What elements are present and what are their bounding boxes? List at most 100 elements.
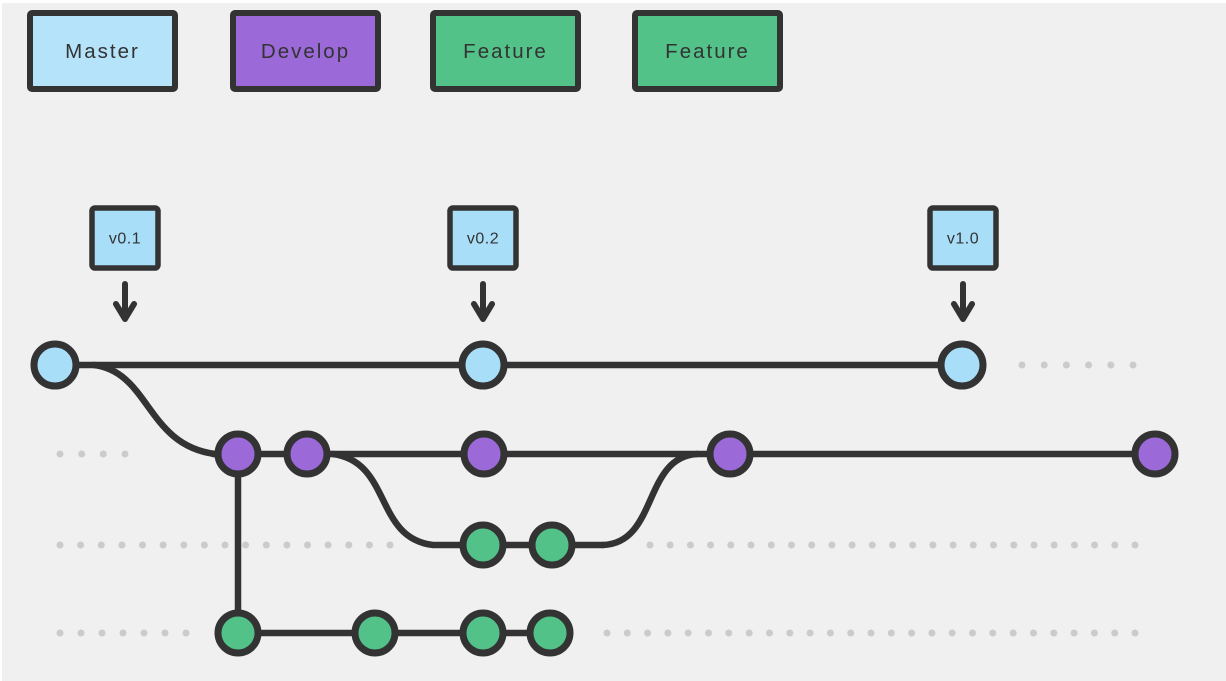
- legend-box: [27, 10, 178, 92]
- dot: [1085, 361, 1093, 369]
- dot: [1050, 629, 1058, 637]
- version-tag-label: v0.1: [109, 231, 141, 248]
- legend-box: [430, 10, 581, 92]
- commit-node-feature-upper: [459, 521, 507, 569]
- commit-node-feature-lower: [459, 609, 507, 657]
- dot: [727, 541, 735, 549]
- commit-node-develop: [1131, 430, 1179, 478]
- dot: [283, 541, 291, 549]
- dot: [847, 629, 855, 637]
- dot: [77, 541, 85, 549]
- dot: [139, 541, 146, 549]
- version-tag-v0.1: v0.1: [89, 205, 161, 322]
- version-tag-label: v1.0: [947, 231, 979, 248]
- dot: [1010, 541, 1018, 549]
- dot: [1131, 629, 1139, 637]
- dot: [908, 629, 916, 637]
- dot: [666, 541, 674, 549]
- dot: [121, 450, 129, 458]
- dot: [767, 541, 775, 549]
- version-tag-v0.2: v0.2: [447, 205, 519, 322]
- dot: [788, 541, 795, 549]
- dot: [766, 629, 773, 637]
- version-tag-box: [89, 205, 161, 271]
- down-arrow-icon: [112, 301, 138, 322]
- dot: [98, 629, 106, 637]
- legend-item-feature-2: Feature: [430, 10, 581, 92]
- dot: [1131, 541, 1139, 549]
- diagram-background: [2, 3, 1226, 681]
- dotted-line-feature-upper-continues: [646, 541, 1139, 549]
- dot: [949, 541, 957, 549]
- dot: [644, 629, 652, 637]
- dot: [747, 541, 755, 549]
- dot: [99, 450, 107, 458]
- dot: [705, 629, 712, 637]
- dot: [1091, 541, 1099, 549]
- dot: [1030, 541, 1038, 549]
- dot: [725, 629, 733, 637]
- dot: [745, 629, 753, 637]
- dot: [1040, 361, 1048, 369]
- dot: [707, 541, 715, 549]
- commit-node-develop: [706, 430, 754, 478]
- down-arrow-icon: [950, 301, 976, 322]
- link-develop-to-feature-upper: [329, 450, 607, 549]
- dot: [989, 629, 997, 637]
- dot: [1107, 361, 1115, 369]
- commit-node-feature-lower: [526, 609, 574, 657]
- dot: [161, 629, 169, 637]
- dot: [909, 541, 917, 549]
- dot: [1070, 629, 1078, 637]
- dot: [200, 541, 208, 549]
- dot: [1111, 541, 1119, 549]
- dot: [603, 629, 611, 637]
- dot: [929, 541, 937, 549]
- dotted-line-feature-lower-continues: [603, 629, 1139, 637]
- dot: [686, 541, 694, 549]
- dot: [182, 629, 190, 637]
- commit-node-feature-upper: [528, 521, 576, 569]
- dot: [1070, 541, 1078, 549]
- link-feature-upper-merge-back: [599, 450, 701, 549]
- dot: [948, 629, 956, 637]
- legend-label: Develop: [261, 40, 350, 63]
- commit-node-feature-lower: [214, 609, 262, 657]
- dot: [159, 541, 167, 549]
- dot: [889, 541, 896, 549]
- dot: [242, 541, 250, 549]
- dot: [1050, 541, 1058, 549]
- dot: [119, 629, 127, 637]
- dot: [262, 541, 270, 549]
- legend-label: Master: [65, 40, 140, 63]
- commit-node-develop: [460, 430, 508, 478]
- dot: [867, 629, 875, 637]
- dot: [1030, 629, 1037, 637]
- dot: [623, 629, 631, 637]
- dot: [990, 541, 997, 549]
- commit-node-develop: [214, 430, 262, 478]
- legend-label: Feature: [665, 40, 750, 63]
- commit-node-feature-lower: [351, 609, 399, 657]
- commit-node-master: [458, 340, 508, 390]
- legend-box: [230, 10, 381, 92]
- dot: [118, 541, 126, 549]
- dot: [180, 541, 188, 549]
- dot: [664, 629, 672, 637]
- dot: [324, 541, 332, 549]
- dot: [56, 541, 64, 549]
- dot: [1111, 629, 1119, 637]
- legend-box: [632, 10, 783, 92]
- dot: [1062, 361, 1070, 369]
- dot: [646, 541, 654, 549]
- dot: [684, 629, 692, 637]
- dot: [56, 450, 64, 458]
- dot: [1018, 361, 1026, 369]
- dot: [848, 541, 856, 549]
- dot: [78, 450, 86, 458]
- dot: [386, 541, 394, 549]
- legend-item-feature-3: Feature: [632, 10, 783, 92]
- version-tag-box: [447, 205, 519, 271]
